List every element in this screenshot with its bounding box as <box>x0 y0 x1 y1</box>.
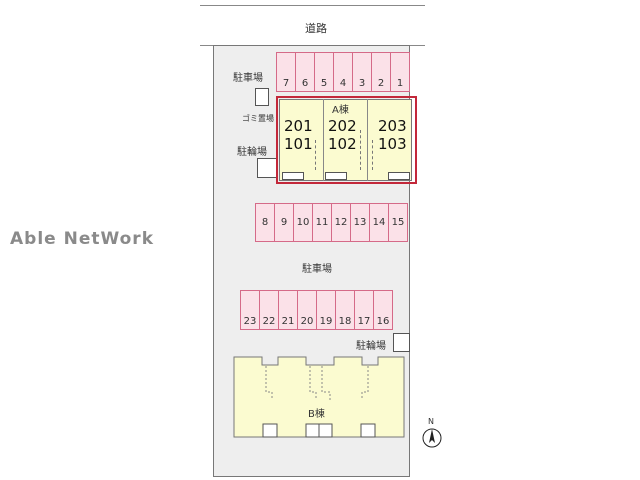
garbage-label: ゴミ置場 <box>242 114 274 123</box>
unit-divider <box>367 99 368 181</box>
road-label: 道路 <box>305 22 327 35</box>
road-top-line <box>200 5 425 6</box>
unit-number: 201 <box>284 117 313 135</box>
parking-label-mid: 駐車場 <box>302 264 332 275</box>
building-a-label: A棟 <box>332 105 349 116</box>
parking-space: 8 <box>255 203 275 242</box>
parking-space: 15 <box>388 203 408 242</box>
entrance-door <box>325 172 347 180</box>
unit-number: 102 <box>328 135 357 153</box>
parking-space: 16 <box>373 290 393 330</box>
north-label: N <box>428 417 434 426</box>
building-a-highlight <box>276 96 417 184</box>
interior-dash <box>360 130 361 170</box>
north-arrow-icon <box>422 428 442 448</box>
unit-number: 101 <box>284 135 313 153</box>
interior-dash <box>315 140 316 170</box>
unit-divider <box>323 99 324 181</box>
entrance-door <box>282 172 304 180</box>
parking-space: 1 <box>390 52 410 92</box>
building-b-label: B棟 <box>308 409 325 420</box>
parking-space: 4 <box>333 52 353 92</box>
garbage-box <box>255 88 269 106</box>
parking-space: 21 <box>278 290 298 330</box>
unit-number: 202 <box>328 117 357 135</box>
parking-label-top: 駐車場 <box>233 73 263 84</box>
bike-parking-label-bottom: 駐輪場 <box>356 341 386 352</box>
unit-number: 203 <box>378 117 407 135</box>
bike-parking-label-top: 駐輪場 <box>237 147 267 158</box>
entrance-door <box>388 172 410 180</box>
unit-number: 103 <box>378 135 407 153</box>
interior-dash <box>372 140 373 170</box>
building-a <box>279 99 412 181</box>
watermark-logo: Able NetWork <box>10 229 154 249</box>
bike-parking-box-bottom <box>393 333 410 352</box>
